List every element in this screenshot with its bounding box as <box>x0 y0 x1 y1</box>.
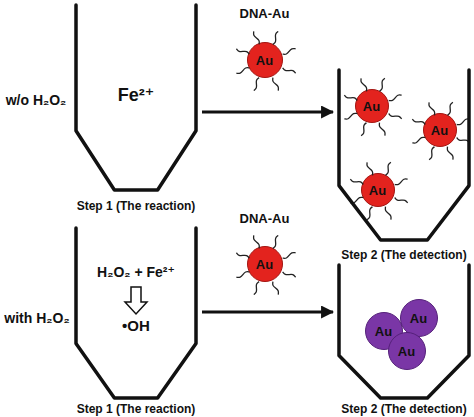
dna-strands <box>228 227 304 303</box>
condition-label: with H₂O₂ <box>4 311 69 325</box>
dna-strand <box>236 253 249 258</box>
dna-strand <box>254 78 259 91</box>
dna-strands <box>336 70 410 144</box>
dna-strand <box>236 49 249 54</box>
dna-strand <box>361 78 367 91</box>
dna-strand <box>429 102 435 115</box>
dna-strand <box>254 31 260 44</box>
dna-strands <box>228 23 304 99</box>
tube-outline <box>76 5 196 190</box>
radical-text: •OH <box>122 318 150 333</box>
condition-label: w/o H₂O₂ <box>6 93 67 107</box>
tube-outline <box>339 70 469 240</box>
dna-strand <box>457 138 470 143</box>
reagent-text: Fe²⁺ <box>118 86 155 104</box>
dna-gold-nanoparticle: DNA-AuAu <box>247 246 283 282</box>
dna-strand <box>344 95 357 100</box>
dna-strand <box>379 123 385 136</box>
aggregated-nanoparticle: Au <box>388 332 426 370</box>
reaction-arrow <box>202 111 333 114</box>
dna-strand <box>273 78 279 91</box>
dna-strand <box>380 78 385 91</box>
dna-strand <box>429 147 434 160</box>
dna-strand <box>389 114 402 119</box>
dna-strand <box>254 235 260 248</box>
au-text: Au <box>369 183 386 196</box>
dna-strand <box>236 68 249 74</box>
particle-label: DNA-Au <box>240 6 290 19</box>
dna-strand <box>367 162 373 175</box>
au-text: Au <box>375 324 392 337</box>
dna-strand <box>283 253 296 259</box>
dna-strand <box>448 102 453 115</box>
dna-strand <box>385 207 391 220</box>
dna-strand <box>350 179 363 184</box>
dispersed-nanoparticle: Au <box>423 113 457 147</box>
particle-label: DNA-Au <box>240 211 290 224</box>
dna-strand <box>273 235 278 248</box>
reaction-arrow <box>202 311 333 314</box>
au-text: Au <box>410 311 427 324</box>
step-label: Step 2 (The detection) <box>341 249 466 261</box>
dna-strand <box>350 197 363 203</box>
dna-strand <box>361 123 366 136</box>
au-text: Au <box>431 123 448 136</box>
dna-strand <box>254 282 259 295</box>
dna-strand <box>412 137 425 143</box>
tube-outline <box>76 228 196 398</box>
dna-strand <box>457 119 470 125</box>
aggregated-nanoparticle: Au <box>400 299 438 337</box>
tube-outline <box>339 265 469 398</box>
dna-strand <box>273 31 278 44</box>
dna-strand <box>283 68 296 73</box>
tube-outline <box>76 228 196 398</box>
step-label: Step 1 (The reaction) <box>77 200 196 212</box>
au-text: Au <box>256 257 273 270</box>
dna-strand <box>395 198 408 203</box>
au-text: Au <box>398 344 415 357</box>
aggregated-nanoparticle: Au <box>365 312 403 350</box>
au-text: Au <box>363 99 380 112</box>
au-text: Au <box>256 53 273 66</box>
step-label: Step 2 (The detection) <box>341 403 466 415</box>
dna-strand <box>395 179 408 185</box>
dna-strand <box>283 272 296 277</box>
dna-strands <box>404 94 474 168</box>
step-label: Step 1 (The reaction) <box>77 403 196 415</box>
dna-strand <box>367 207 372 220</box>
reagent-text: H₂O₂ + Fe²⁺ <box>97 265 175 279</box>
dna-strand <box>283 49 296 55</box>
dispersed-nanoparticle: Au <box>355 89 389 123</box>
reaction-tube: Fe²⁺Step 1 (The reaction) <box>76 5 196 190</box>
dna-strand <box>344 113 357 119</box>
dna-gold-nanoparticle: DNA-AuAu <box>247 42 283 78</box>
dna-strand <box>386 162 391 175</box>
detection-tube: AuAuAuStep 2 (The detection) <box>339 70 469 240</box>
dna-strand <box>447 147 453 160</box>
dispersed-nanoparticle: Au <box>361 173 395 207</box>
dna-strands <box>342 154 416 228</box>
dna-strand <box>389 95 402 101</box>
reaction-tube: H₂O₂ + Fe²⁺•OHStep 1 (The reaction) <box>76 228 196 398</box>
tube-outline <box>339 265 469 398</box>
detection-tube: AuAuAuStep 2 (The detection) <box>339 265 469 398</box>
dna-strand <box>412 119 425 124</box>
dna-strand <box>236 272 249 278</box>
hollow-down-arrow <box>125 287 147 314</box>
dna-strand <box>273 282 279 295</box>
tube-outline <box>339 70 469 240</box>
tube-outline <box>76 5 196 190</box>
